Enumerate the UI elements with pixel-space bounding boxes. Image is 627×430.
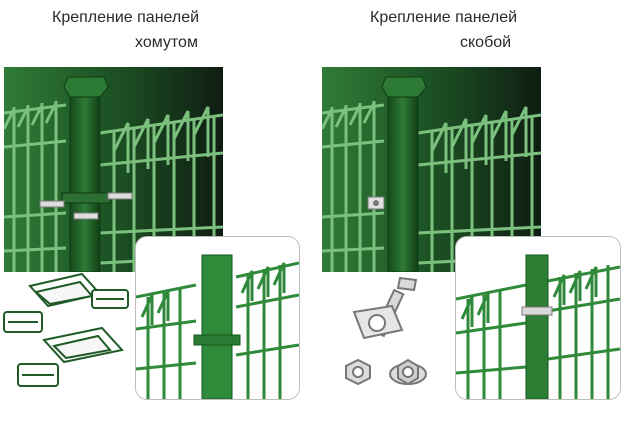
left-title-line2: хомутом (135, 34, 198, 51)
right-mesh-panel (99, 106, 223, 272)
post-cap-right (381, 76, 427, 98)
right-title-line2: скобой (460, 34, 512, 51)
nut-icon (345, 358, 371, 386)
left-fence-illustration (4, 67, 223, 272)
right-title-line1: Крепление панелей (370, 9, 518, 26)
left-title-line1: Крепление панелей (52, 9, 200, 26)
left-fence-photo (4, 67, 223, 272)
inset-mesh (136, 261, 299, 399)
hoop-clamp (39, 192, 133, 220)
inset-clamp (193, 334, 241, 346)
post-cap (63, 76, 109, 98)
bracket-plate-icon (352, 304, 404, 340)
left-closeup-inset (135, 236, 300, 400)
right-fence-photo (322, 67, 541, 272)
right-right-mesh (417, 106, 541, 272)
left-mesh-panel (4, 101, 67, 272)
clamp-upper (3, 272, 129, 333)
bracket (367, 196, 385, 210)
clamp-parts-illustration (3, 272, 129, 387)
right-closeup-inset (455, 236, 621, 400)
bracket-parts-illustration (345, 276, 427, 386)
right-left-mesh (322, 101, 385, 272)
right-fence-illustration (322, 67, 541, 272)
right-closeup-illustration (456, 237, 620, 399)
fence-post-right (387, 92, 419, 272)
washer-nut-icon (389, 358, 427, 386)
fence-post (69, 92, 101, 272)
right-bracket-hardware (330, 268, 450, 398)
inset-bracket (521, 306, 553, 316)
left-closeup-illustration (136, 237, 299, 399)
left-clamps-hardware (0, 268, 132, 398)
inset-post (201, 254, 233, 399)
clamp-lower (17, 326, 124, 387)
inset-mesh-right (456, 265, 620, 399)
inset-post-right (525, 254, 549, 399)
